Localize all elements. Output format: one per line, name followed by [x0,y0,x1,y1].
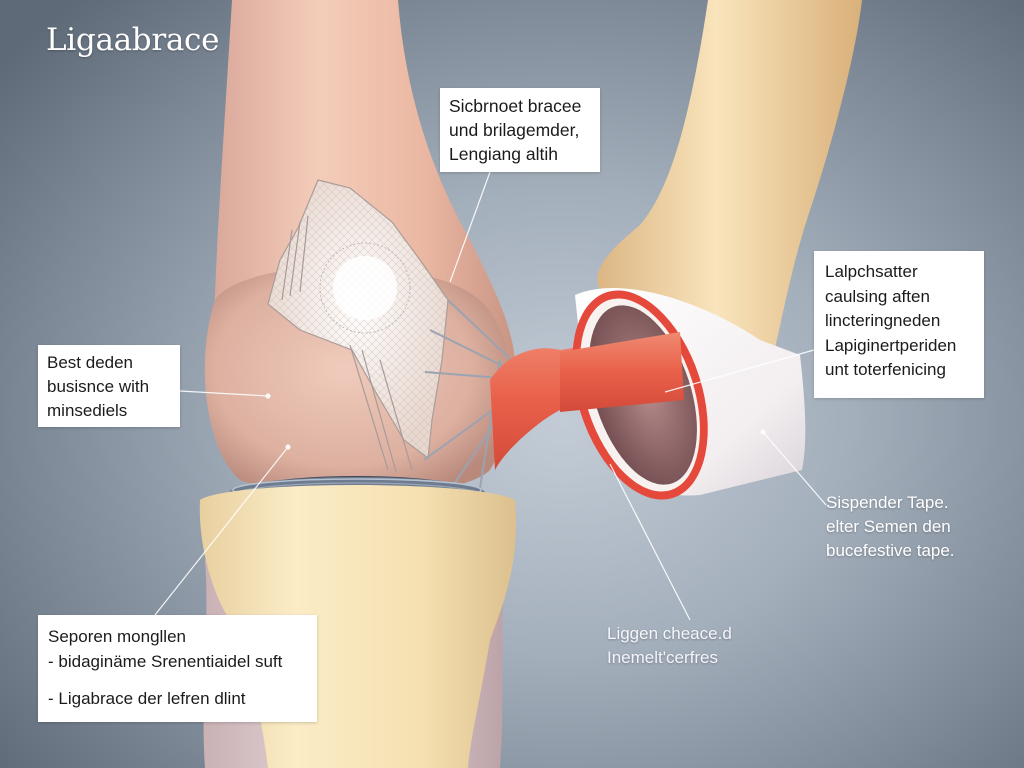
callout-line: Lalpchsatter [825,262,918,281]
callout-line: busisnce with [47,377,150,396]
callout-line: Best deden [47,353,134,372]
callout-line: caulsing aften [825,286,930,306]
callout-bone-surface: Best deden busisnce with minsediels [38,345,180,427]
callout-bullet: - bidaginäme Srenentiaidel suft [48,652,283,671]
suspender-tape [560,287,806,500]
callout-brace-description: Sicbrnoet bracee und brilagemder, Lengia… [440,88,600,172]
label-suspender-tape: Sispender Tape. elter Semen den bucefest… [826,491,955,563]
label-line: Inemelt'cerfres [607,648,718,667]
callout-line: Sicbrnoet bracee [449,96,582,116]
callout-line: minsediels [47,401,128,420]
right-bone [597,0,862,372]
callout-line: Lapiginertperiden [825,335,957,355]
label-line: elter Semen den [826,517,951,536]
callout-heading: Seporen mongllen [48,627,186,646]
label-line: bucefestive tape. [826,541,955,560]
page-title: Ligaabrace [46,22,220,58]
callout-ligament-attachment: Lalpchsatter caulsing aften lincteringne… [814,251,984,398]
label-line: Liggen cheace.d [607,624,732,643]
callout-bullet: - Ligabrace der lefren dlint [48,689,246,708]
mesh-brace-patch [267,179,449,473]
callout-line: lincteringneden [825,311,941,330]
callout-line: und brilagemder, [449,120,580,140]
callout-line: unt toterfenicing [825,360,946,379]
callout-summary-list: Seporen mongllen - bidaginäme Srenentiai… [38,615,317,722]
callout-line: Lengiang altih [449,144,558,164]
label-ligament: Liggen cheace.d Inemelt'cerfres [607,622,732,670]
leader-lines [154,171,827,621]
label-line: Sispender Tape. [826,493,949,512]
